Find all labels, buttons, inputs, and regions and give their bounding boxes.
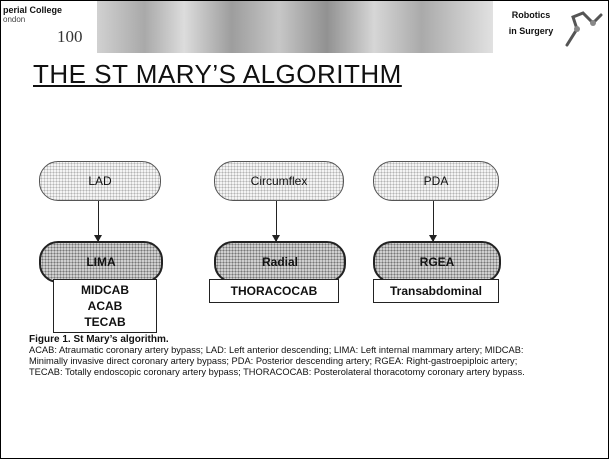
radial-procedures-box: THORACOCAB xyxy=(209,279,339,303)
radial-node: Radial xyxy=(214,241,346,283)
rgea-procedures-box: Transabdominal xyxy=(373,279,499,303)
lima-procedures-box: MIDCAB ACAB TECAB xyxy=(53,279,157,333)
pda-to-rgea-arrow xyxy=(429,201,437,242)
figure-caption-text: ACAB: Atraumatic coronary artery bypass;… xyxy=(29,345,525,377)
algorithm-figure: LAD LIMA MIDCAB ACAB TECAB Circumflex Ra… xyxy=(29,161,533,411)
procedure-tecab: TECAB xyxy=(84,315,126,329)
circumflex-to-radial-arrow xyxy=(272,201,280,242)
course-title-line2: in Surgery xyxy=(508,26,554,36)
header-banner: perial College ondon 100 Robotics in Sur… xyxy=(1,1,608,53)
rgea-node: RGEA xyxy=(373,241,501,283)
procedure-thoracocab: THORACOCAB xyxy=(230,284,318,298)
lima-node: LIMA xyxy=(39,241,163,283)
procedure-midcab: MIDCAB xyxy=(81,283,129,297)
college-logo-text: perial College xyxy=(3,5,63,15)
college-logo-subtext: ondon xyxy=(3,15,26,24)
header-photo-strip xyxy=(97,1,493,53)
robot-arm-icon xyxy=(565,11,603,47)
figure-caption-title: Figure 1. St Mary’s algorithm. xyxy=(29,334,169,345)
procedure-acab: ACAB xyxy=(87,299,123,313)
lad-to-lima-arrow xyxy=(94,201,102,242)
course-title-line1: Robotics xyxy=(511,10,551,20)
slide-title: THE ST MARY’S ALGORITHM xyxy=(33,59,402,89)
circumflex-node: Circumflex xyxy=(214,161,344,201)
pda-node: PDA xyxy=(373,161,499,201)
lad-node: LAD xyxy=(39,161,161,201)
course-title: Robotics in Surgery xyxy=(501,7,561,39)
figure-caption: Figure 1. St Mary’s algorithm. ACAB: Atr… xyxy=(29,334,549,378)
procedure-transabdominal: Transabdominal xyxy=(389,284,483,298)
anniversary-100-logo: 100 xyxy=(57,27,83,46)
